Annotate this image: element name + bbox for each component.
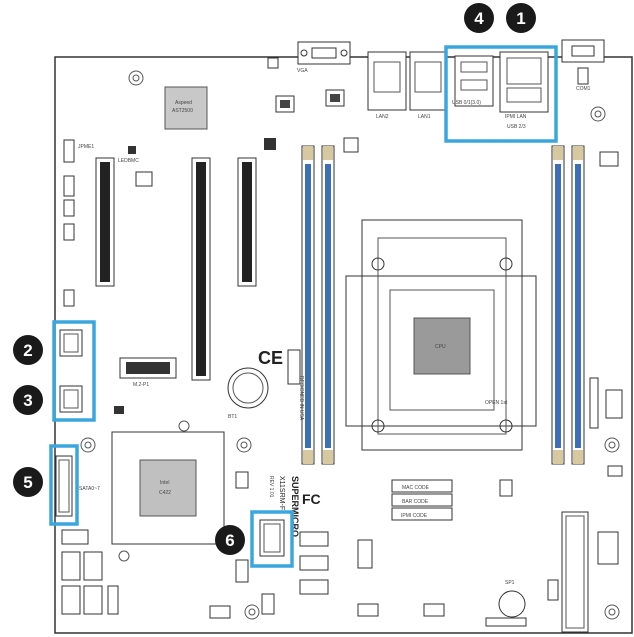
bmc-chip <box>164 86 208 130</box>
callout-box-5 <box>49 444 79 526</box>
usb01-port <box>454 55 494 107</box>
dimm-c1 <box>551 145 565 465</box>
usb01-label: USB 0/1(3.0) <box>452 100 481 106</box>
pch-chip <box>111 420 225 562</box>
buzzer <box>498 590 526 618</box>
pch-line1: Intel <box>160 480 169 486</box>
mac-code-label: MAC CODE <box>402 485 430 491</box>
callout-6-text: 6 <box>225 531 234 550</box>
callout-6: 6 <box>215 525 245 555</box>
model-label: X11SRM-F <box>278 476 285 510</box>
ipmi-lan-label: IPMI LAN <box>505 114 527 120</box>
jumper-a-cap <box>280 100 290 108</box>
jtpm-header <box>607 465 623 477</box>
brand-label: SUPERMICRO <box>290 476 300 537</box>
pch-line2: C422 <box>159 490 171 496</box>
lan2-label: LAN2 <box>376 114 389 120</box>
usb-header-6 <box>259 519 285 557</box>
jf-bottom-header <box>485 617 527 627</box>
fan-header-right <box>599 151 619 167</box>
lan1-port <box>409 51 447 111</box>
dimm-b1 <box>321 145 335 465</box>
jpwr2-header <box>597 531 619 565</box>
battery-label: BT1 <box>228 414 237 420</box>
callout-2: 2 <box>13 335 43 365</box>
battery <box>227 367 269 409</box>
bmc-line2: AST2500 <box>172 108 193 114</box>
jpme1-header <box>63 139 75 163</box>
bottom-headers <box>209 471 513 619</box>
bmc-line1: Aspeed <box>175 100 192 106</box>
led-bmc-label: LEDBMC <box>118 158 139 164</box>
jsd-header <box>287 349 301 385</box>
dimm-d1 <box>571 145 585 465</box>
battery-inner <box>232 372 264 404</box>
power-connector-24pin <box>561 511 589 633</box>
jsd1-chip <box>135 171 153 187</box>
designed-in-label: DESIGNED IN USA <box>298 376 304 421</box>
right-vertical-header <box>589 377 599 429</box>
usb-header-2 <box>59 329 83 357</box>
callout-box-1-4 <box>444 45 558 143</box>
callout-3-text: 3 <box>23 391 32 410</box>
usb-header-3 <box>59 385 83 413</box>
code-label-boxes <box>391 479 453 521</box>
callout-box-2-3 <box>52 320 96 422</box>
sata-connector <box>55 455 73 517</box>
jumper-c <box>267 57 279 69</box>
open-label: OPEN 1st <box>485 400 508 406</box>
vga-label: VGA <box>297 68 308 74</box>
com1-label: COM1 <box>576 86 591 92</box>
m2-slot <box>119 357 177 379</box>
fc-mark: FC <box>302 491 321 507</box>
bottom-left-headers <box>61 529 119 615</box>
fan-header-top <box>343 137 359 153</box>
jbr1-jumper <box>114 406 124 414</box>
pcie-slot-1 <box>95 157 115 287</box>
ipmi-lan-port <box>499 51 549 113</box>
revision-label: REV 1.01 <box>268 476 274 498</box>
callout-1-text: 1 <box>516 9 525 28</box>
com1-header <box>577 67 589 85</box>
buzzer-label: SP1 <box>505 580 515 586</box>
callout-3: 3 <box>13 385 43 415</box>
jumper-b-cap <box>330 94 340 102</box>
fan-header-bottom-right <box>547 579 559 601</box>
pcie-slot-2 <box>191 157 211 381</box>
callout-2-text: 2 <box>23 341 32 360</box>
ce-mark: CE <box>258 348 283 368</box>
dimm-a1 <box>301 145 315 465</box>
vga-connector <box>297 41 351 65</box>
mounting-holes <box>80 70 620 620</box>
callout-1: 1 <box>506 3 536 33</box>
callout-5: 5 <box>13 467 43 497</box>
bar-code-label: BAR CODE <box>402 499 429 505</box>
lan1-label: LAN1 <box>418 114 431 120</box>
callout-4-text: 4 <box>474 9 484 28</box>
sata-label: I-SATA0~7 <box>76 486 100 492</box>
jumper-d <box>264 138 276 150</box>
usb23-label: USB 2/3 <box>507 124 526 130</box>
callout-5-text: 5 <box>23 473 32 492</box>
ipmi-code-label: IPMI CODE <box>401 513 428 519</box>
cpu-socket <box>345 219 537 451</box>
callout-4: 4 <box>464 3 494 33</box>
com-connector <box>561 39 605 63</box>
callout-box-6 <box>250 510 294 568</box>
m2-label: M.2-P1 <box>133 382 149 388</box>
lan2-port <box>367 51 407 111</box>
jpme1-label: JPME1 <box>78 144 94 150</box>
left-headers <box>63 175 75 307</box>
cpu-label: CPU <box>435 344 446 350</box>
jpi2c-header <box>605 389 623 419</box>
pcie-slot-3 <box>237 157 257 287</box>
led-bmc <box>128 146 136 154</box>
